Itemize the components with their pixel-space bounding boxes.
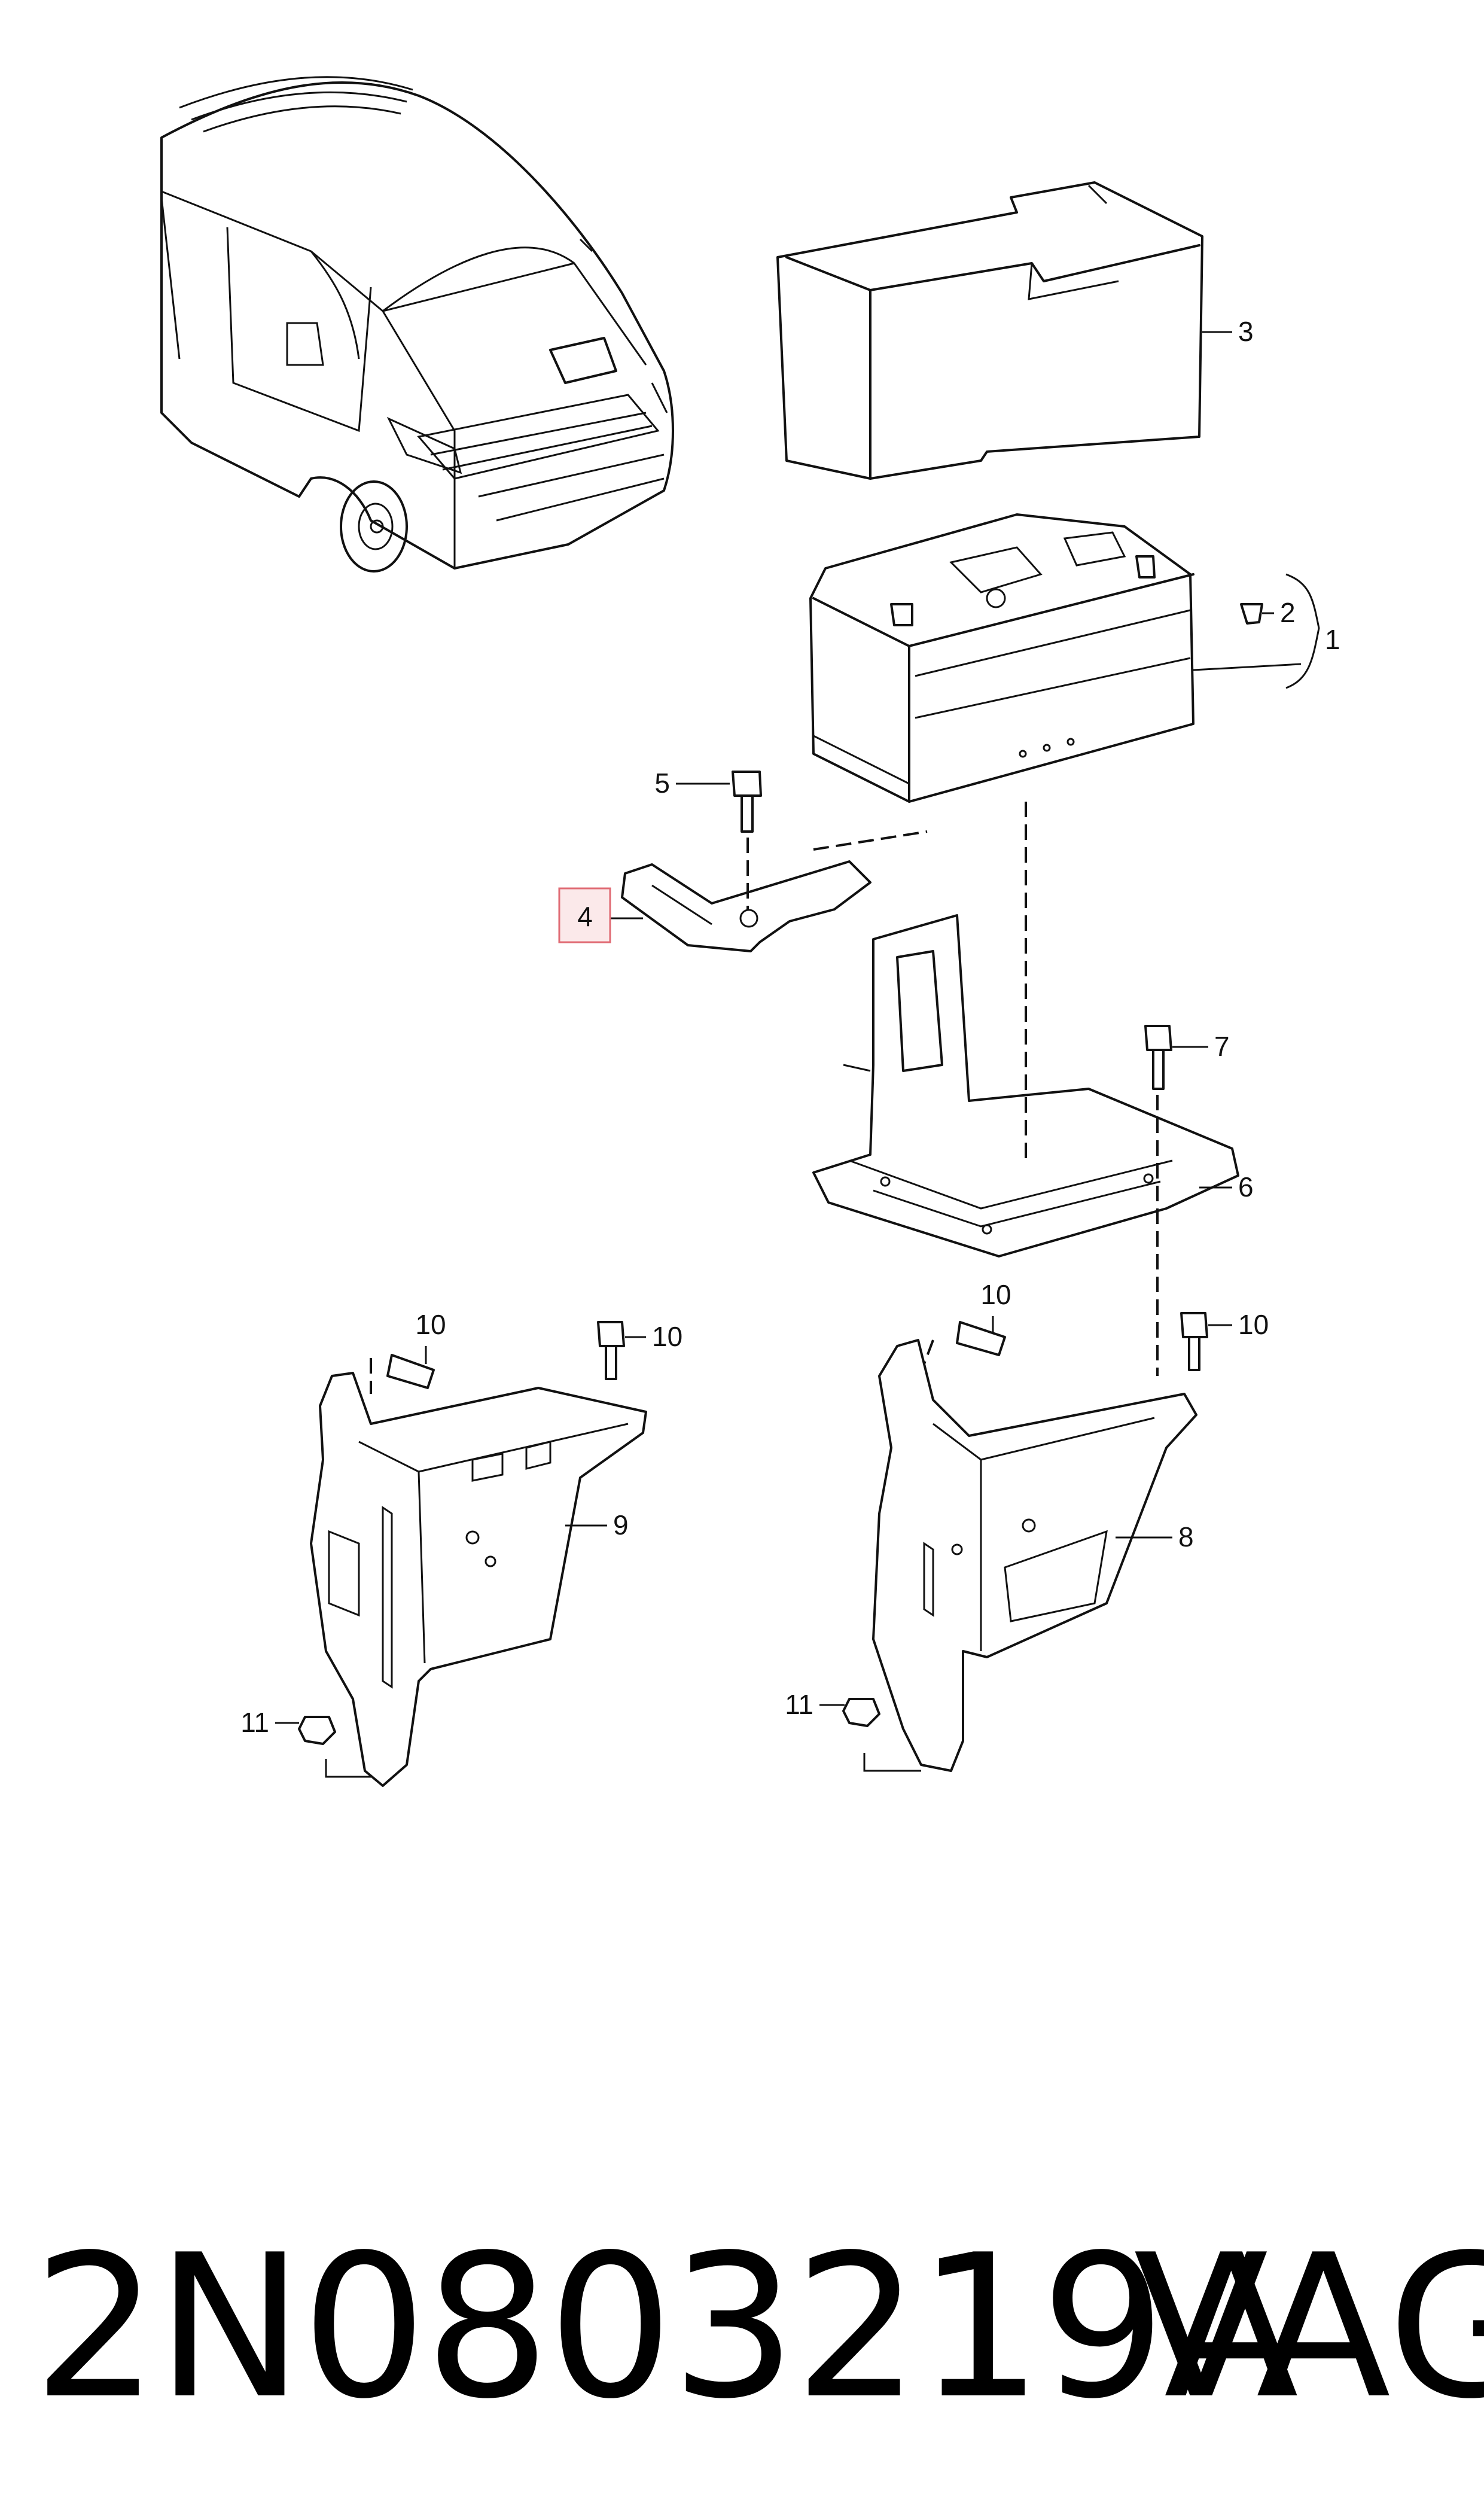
part-10-bolt-left-upper: [386, 1354, 435, 1389]
assembly-line: [923, 1339, 934, 1365]
part-10-bolt-left-vertical: [597, 1321, 625, 1380]
callout-10-right-vertical: 10: [1238, 1309, 1269, 1340]
highlight-box-callout-4: [558, 887, 611, 943]
callout-10-left-upper: 10: [415, 1309, 446, 1340]
part-3-battery-cover: [776, 181, 1203, 480]
part-4-hold-down-bracket: [621, 860, 871, 952]
callout-7: 7: [1214, 1031, 1230, 1062]
callout-5: 5: [654, 768, 670, 799]
battery-location-marker: [549, 337, 617, 384]
brand-name: VAG: [1133, 2212, 1484, 2442]
callout-labels: 3 2 1 5 4 7 6 10 10 10 10 9 8 11 11: [240, 316, 1340, 1738]
part-11-nut-left: [298, 1716, 336, 1745]
part-6-battery-tray: [812, 914, 1239, 1258]
part-number: 2N0803219A: [33, 2212, 1299, 2442]
callout-10-right-upper: 10: [980, 1279, 1011, 1310]
callout-8: 8: [1178, 1521, 1194, 1552]
callout-3: 3: [1238, 316, 1254, 347]
footer: 2N0803219A VAG: [0, 2213, 1484, 2441]
assembly-line: [325, 1759, 371, 1778]
part-2-clip: [1240, 603, 1263, 625]
callout-9: 9: [613, 1509, 629, 1540]
callout-4-highlighted: 4: [577, 901, 593, 932]
callout-1: 1: [1325, 624, 1340, 655]
part-9-support-bracket: [310, 1372, 647, 1787]
van-illustration: [160, 76, 674, 573]
callout-11-left: 11: [240, 1707, 269, 1738]
leader-lines: [275, 331, 1320, 1724]
part-11-nut-right: [842, 1698, 880, 1727]
callout-10-left-vertical: 10: [652, 1321, 682, 1352]
part-10-bolt-right-upper: [956, 1321, 1006, 1356]
callout-11-right: 11: [785, 1689, 813, 1720]
exploded-parts-diagram: 3 2 1 5 4 7 6 10 10 10 10 9 8 11 11: [160, 76, 1340, 1787]
callout-2: 2: [1280, 597, 1296, 628]
part-8-support-bracket: [872, 1339, 1197, 1772]
part-5-bolt: [732, 771, 762, 833]
part-7-bolt: [1144, 1025, 1172, 1090]
part-1-battery: [809, 513, 1263, 803]
callout-6: 6: [1238, 1171, 1254, 1202]
part-10-bolt-right-vertical: [1180, 1312, 1208, 1371]
assembly-line: [813, 830, 928, 851]
assembly-line: [863, 1753, 921, 1772]
